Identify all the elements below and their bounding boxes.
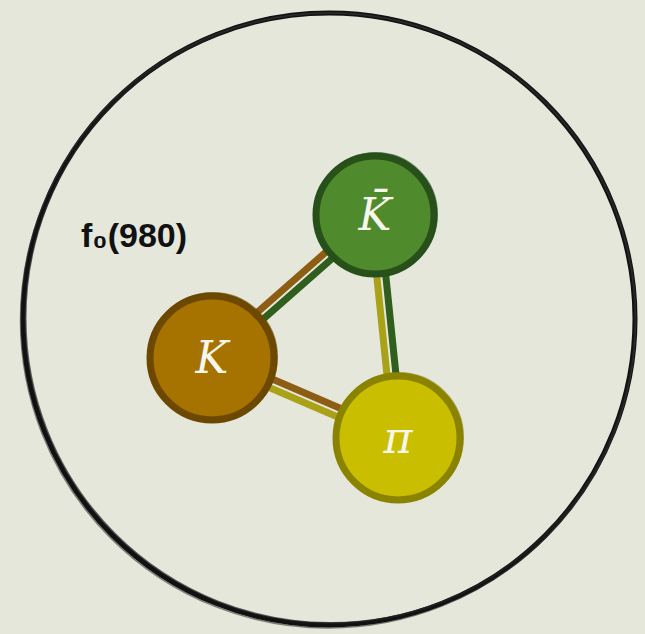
bond-connector	[268, 379, 342, 417]
state-label: f₀(980)	[81, 217, 187, 254]
hadron-circle: f₀(980) K̄ Kπ	[19, 9, 639, 629]
ball-fill	[316, 156, 434, 274]
particle-symbol: K̄	[359, 193, 392, 237]
meson-ball: K	[146, 292, 278, 424]
circle-outline	[19, 9, 639, 629]
particle-symbol: K	[196, 336, 229, 380]
ball-fill	[336, 376, 460, 500]
bond-strand	[256, 251, 327, 313]
particle-symbol: π	[384, 416, 413, 460]
outline-stroke	[23, 13, 635, 625]
bond-connector	[377, 274, 396, 376]
bond-strand	[262, 258, 333, 320]
ball-fill	[150, 296, 274, 420]
bond-strand	[268, 387, 338, 417]
bond-connector	[256, 251, 332, 320]
ball-sketch	[335, 373, 463, 501]
meson-ball: K̄	[312, 152, 438, 278]
bond-strand	[377, 275, 387, 376]
meson-ball: π	[332, 372, 464, 504]
outline-sketch	[26, 13, 636, 623]
ball-sketch	[315, 153, 437, 275]
outline-sketch	[21, 13, 636, 628]
ball-sketch	[149, 293, 277, 421]
